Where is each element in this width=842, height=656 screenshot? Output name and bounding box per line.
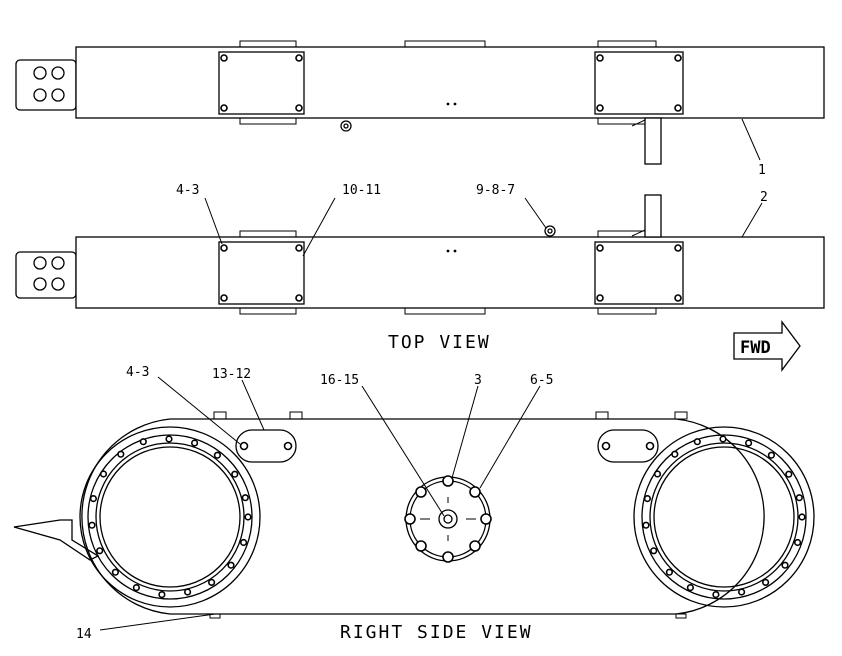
forward-direction-arrow: FWD [733, 320, 801, 372]
callout-14: 14 [76, 627, 92, 642]
callout-13-12: 13-12 [212, 367, 251, 382]
callout-16-15: 16-15 [320, 373, 359, 388]
side-view-title: RIGHT SIDE VIEW [340, 622, 533, 643]
callout-2: 2 [760, 190, 768, 205]
callout-4-3-top: 4-3 [176, 183, 199, 198]
top-frame-2 [15, 194, 825, 315]
callout-3: 3 [474, 373, 482, 388]
callout-1: 1 [758, 163, 766, 178]
callout-4-3-side: 4-3 [126, 365, 149, 380]
leader-lines [99, 118, 763, 631]
right-idler-wheel [633, 426, 815, 608]
callout-9-8-7: 9-8-7 [476, 183, 515, 198]
center-drive-hub [404, 475, 492, 563]
top-frame-1 [15, 40, 825, 165]
top-view-title: TOP VIEW [388, 332, 491, 353]
callout-6-5: 6-5 [530, 373, 553, 388]
callout-10-11: 10-11 [342, 183, 381, 198]
fwd-label: FWD [740, 338, 771, 358]
left-idler-wheel [79, 426, 261, 608]
